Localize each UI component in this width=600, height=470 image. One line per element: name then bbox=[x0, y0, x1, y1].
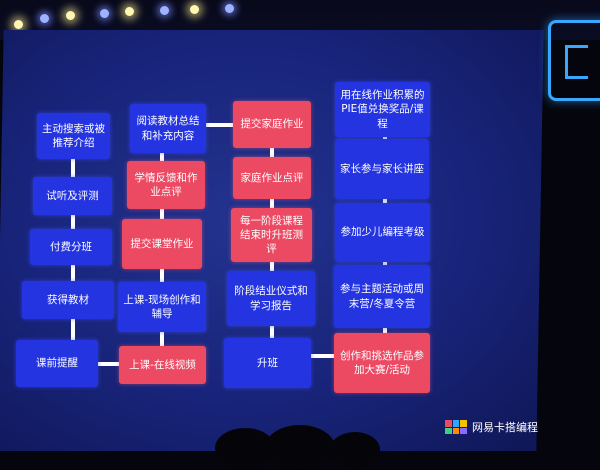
step-box: 参加少儿编程考级 bbox=[335, 203, 430, 262]
brand-logo: 网易卡搭编程 bbox=[445, 419, 538, 435]
step-box: 家长参与家长讲座 bbox=[335, 139, 429, 199]
step-box: 试听及评测 bbox=[33, 177, 112, 215]
brand-name: 网易卡搭编程 bbox=[472, 421, 538, 434]
step-box: 家庭作业点评 bbox=[233, 157, 311, 199]
step-box: 提交家庭作业 bbox=[233, 101, 311, 148]
logo-tile bbox=[452, 420, 460, 427]
step-box: 付费分班 bbox=[30, 229, 112, 265]
step-box: 上课-在线视频 bbox=[119, 346, 206, 384]
audience-silhouette bbox=[265, 425, 335, 470]
stage-light-icon bbox=[14, 20, 23, 29]
step-box: 阅读教材总结和补充内容 bbox=[130, 104, 206, 153]
stage-light-icon bbox=[66, 11, 75, 20]
logo-tile bbox=[445, 427, 452, 434]
logo-tile bbox=[460, 427, 467, 434]
step-box: 创作和挑选作品参加大赛/活动 bbox=[334, 333, 430, 393]
step-box: 参与主题活动或周末营/冬夏令营 bbox=[334, 265, 430, 328]
step-box: 获得教材 bbox=[22, 281, 114, 319]
step-box: 学情反馈和作业点评 bbox=[127, 161, 205, 209]
stage-light-icon bbox=[40, 14, 49, 23]
step-box: 提交课堂作业 bbox=[122, 219, 202, 269]
step-box: 课前提醒 bbox=[16, 340, 98, 387]
logo-tile bbox=[460, 420, 467, 427]
brand-logo-icon bbox=[445, 420, 467, 434]
audience-silhouette bbox=[330, 432, 380, 467]
logo-tile bbox=[445, 420, 452, 427]
stage-light-icon bbox=[100, 9, 109, 18]
stage-light-icon bbox=[225, 4, 234, 13]
step-box: 上课-现场创作和辅导 bbox=[118, 282, 206, 332]
stage-light-icon bbox=[190, 5, 199, 14]
stage-light-icon bbox=[125, 7, 134, 16]
stage-sign bbox=[548, 20, 600, 101]
step-box: 升班 bbox=[224, 338, 311, 388]
step-box: 主动搜索或被推荐介绍 bbox=[37, 113, 110, 159]
step-box: 每一阶段课程结束时升班测评 bbox=[231, 208, 312, 262]
logo-tile bbox=[452, 427, 460, 434]
stage-light-icon bbox=[160, 6, 169, 15]
step-box: 用在线作业积累的PIE值兑换奖品/课程 bbox=[335, 82, 430, 137]
step-box: 阶段结业仪式和学习报告 bbox=[227, 271, 315, 326]
